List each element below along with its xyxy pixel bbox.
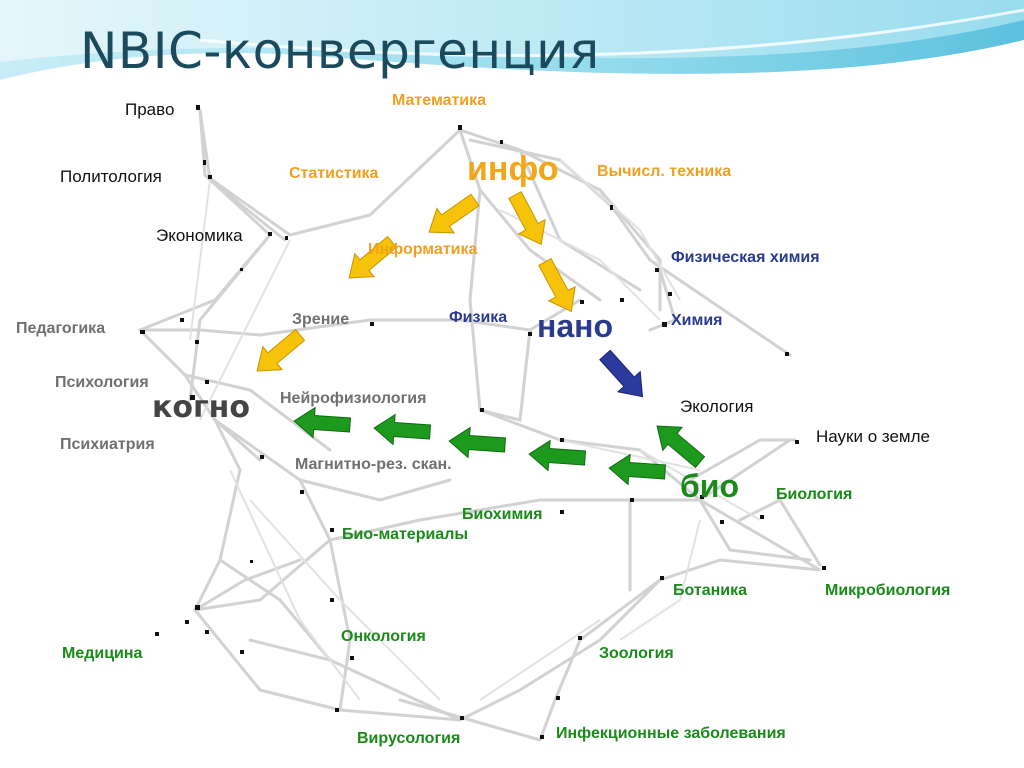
label-medicine: Медицина xyxy=(62,645,143,662)
label-earth-sciences: Науки о земле xyxy=(816,427,930,446)
label-ecology: Экология xyxy=(680,397,754,416)
nano-arrow xyxy=(593,344,655,408)
header-wave-decoration xyxy=(0,0,1024,120)
label-oncology: Онкология xyxy=(341,628,426,645)
label-mri: Магнитно-рез. скан. xyxy=(295,456,452,473)
label-biomaterials: Био-материалы xyxy=(342,526,469,543)
label-law: Право xyxy=(125,100,175,119)
slide-title: NBIC-конвергенция xyxy=(80,22,600,80)
network-edges-light xyxy=(189,159,761,701)
label-economics: Экономика xyxy=(156,226,243,245)
label-computing: Вычисл. техника xyxy=(597,163,732,180)
label-pedagogy: Педагогика xyxy=(16,320,106,337)
label-mathematics: Математика xyxy=(392,92,487,109)
hub-bio: био xyxy=(680,468,739,504)
network-nodes xyxy=(140,105,826,739)
label-physics: Физика xyxy=(449,309,508,326)
label-informatics: Информатика xyxy=(368,241,478,258)
label-chemistry: Химия xyxy=(671,312,723,329)
hub-cogno: когно xyxy=(152,390,250,425)
label-virology: Вирусология xyxy=(357,730,461,747)
label-political-science: Политология xyxy=(60,167,162,186)
bio-arrows xyxy=(292,405,711,488)
label-psychology: Психология xyxy=(55,374,149,391)
label-psychiatry: Психиатрия xyxy=(60,436,155,453)
label-infectious-diseases: Инфекционные заболевания xyxy=(556,725,786,742)
label-vision: Зрение xyxy=(292,311,350,328)
label-zoology: Зоология xyxy=(599,645,674,662)
label-physical-chemistry: Физическая химия xyxy=(671,249,820,266)
label-biochemistry: Биохимия xyxy=(462,506,543,523)
label-botany: Ботаника xyxy=(673,582,748,599)
label-biology: Биология xyxy=(776,486,853,503)
label-statistics: Статистика xyxy=(289,165,379,182)
label-neurophysiology: Нейрофизиология xyxy=(280,390,427,407)
hub-nano: нано xyxy=(537,308,613,344)
hub-info: инфо xyxy=(467,150,559,188)
info-arrows xyxy=(246,187,586,383)
label-microbiology: Микробиология xyxy=(825,582,951,599)
